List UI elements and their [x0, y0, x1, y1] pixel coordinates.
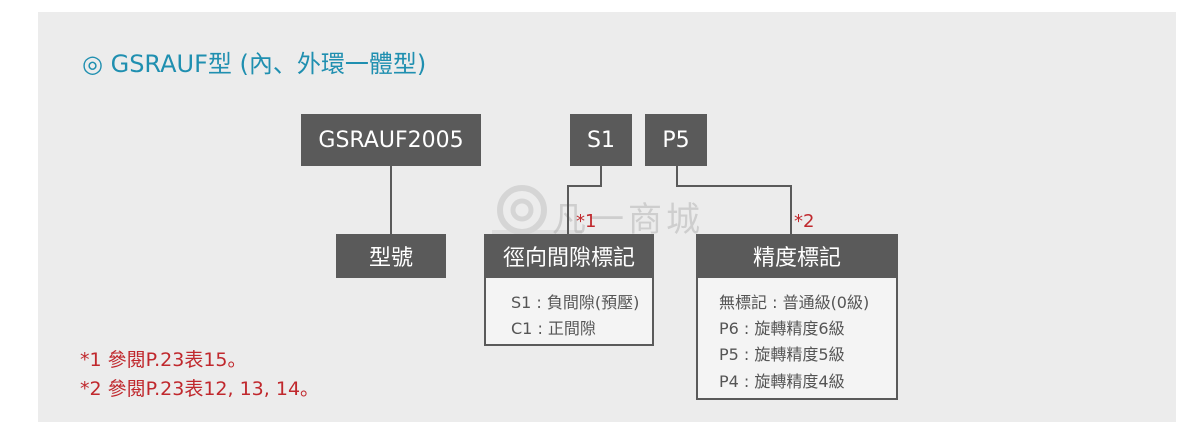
precision-item: P4 : 旋轉精度4級: [719, 372, 845, 391]
footnote: *2 參閱P.23表12, 13, 14。: [80, 378, 320, 400]
gear-logo-icon: [462, 185, 582, 236]
precision-label-box: 精度標記: [696, 234, 898, 278]
clearance-code-box: S1: [570, 114, 632, 166]
title-text: GSRAUF型 (內、外環一體型): [110, 50, 427, 78]
precision-item: P6 : 旋轉精度6級: [719, 319, 845, 338]
model-code-box: GSRAUF2005: [301, 114, 481, 166]
model-label-box: 型號: [336, 234, 446, 278]
precision-note-marker: *2: [794, 211, 815, 232]
watermark: [462, 178, 712, 252]
diagram-panel: [38, 12, 1176, 422]
clearance-connector: [567, 166, 602, 234]
clearance-note-marker: *1: [576, 211, 597, 232]
precision-item: 無標記 : 普通級(0級): [719, 293, 870, 312]
clearance-label-box: 徑向間隙標記: [484, 234, 654, 278]
precision-code-box: P5: [645, 114, 707, 166]
footnote: *1 參閱P.23表15。: [80, 349, 247, 371]
diagram-title: ◎ GSRAUF型 (內、外環一體型): [82, 44, 426, 79]
clearance-item: C1 : 正間隙: [511, 319, 596, 338]
clearance-item: S1 : 負間隙(預壓): [511, 293, 640, 312]
double-circle-bullet-icon: ◎: [82, 50, 103, 78]
precision-connector: [676, 166, 792, 234]
precision-item: P5 : 旋轉精度5級: [719, 345, 845, 364]
watermark-text: 凡一商城: [552, 200, 704, 240]
